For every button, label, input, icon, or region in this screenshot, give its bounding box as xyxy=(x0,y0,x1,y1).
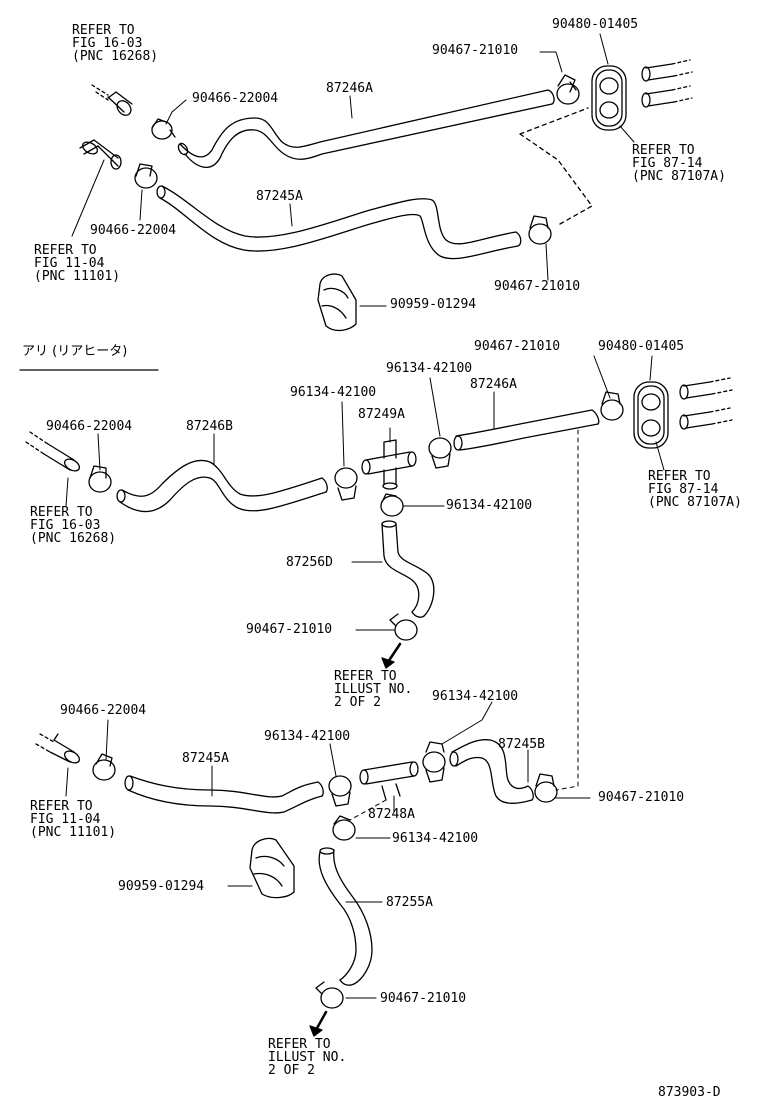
arrow-sec3 xyxy=(314,1010,328,1032)
leader-lines-top xyxy=(71,33,635,307)
arrow-head-sec2 xyxy=(381,657,395,669)
ref-fig-16-03-top: REFER TO FIG 16-03 (PNC 16268) xyxy=(72,23,159,64)
part-label-87255A: 87255A xyxy=(386,895,433,910)
leader-lines-sec3 xyxy=(65,701,591,999)
clamp-90467-sec2-mid xyxy=(389,613,418,641)
grommet-90480-top xyxy=(591,65,627,131)
part-label-90959-01294: 90959-01294 xyxy=(118,879,205,894)
part-label-90959-01294: 90959-01294 xyxy=(390,297,477,312)
pipes-top-right xyxy=(641,59,693,108)
clamp-90467-top-center xyxy=(528,215,552,245)
clamp-96134-a xyxy=(334,467,358,501)
routing-dashes-sec3 xyxy=(349,799,387,821)
part-label-90467-21010: 90467-21010 xyxy=(432,43,519,58)
part-label-90466-22004: 90466-22004 xyxy=(46,419,133,434)
hose-87245A-top xyxy=(156,185,522,260)
clamp-90466-mid-left xyxy=(134,163,158,189)
arrow-sec2 xyxy=(386,642,402,664)
pipe-stub-sec2-left xyxy=(25,431,81,472)
hose-87256D xyxy=(381,520,435,618)
hose-87255A xyxy=(318,847,373,986)
clamp-90467-sec3-right xyxy=(534,773,558,803)
part-label-87246A: 87246A xyxy=(470,377,517,392)
pipe-stub-top-left xyxy=(91,84,133,116)
hose-87246B xyxy=(116,459,328,513)
part-label-90466-22004: 90466-22004 xyxy=(192,91,279,106)
part-label-90480-01405: 90480-01405 xyxy=(598,339,685,354)
tee-87249A xyxy=(361,439,417,490)
part-label-90466-22004: 90466-22004 xyxy=(60,703,147,718)
part-label-90467-21010: 90467-21010 xyxy=(246,622,333,637)
hose-87245B xyxy=(449,739,534,804)
clamp-96134-e xyxy=(422,741,446,783)
part-label-96134-42100: 96134-42100 xyxy=(446,498,533,513)
part-label-87248A: 87248A xyxy=(368,807,415,822)
pipe-stub-top-left-lower xyxy=(79,139,122,170)
ref-fig-11-04-top: REFER TO FIG 11-04 (PNC 11101) xyxy=(34,243,121,284)
clamp-90467-sec2-right xyxy=(600,391,624,421)
clamp-96134-b xyxy=(428,437,452,469)
tee-87248A xyxy=(359,761,419,801)
part-label-87256D: 87256D xyxy=(286,555,333,570)
hose-87246A-top xyxy=(177,89,555,168)
ref-fig-16-03-sec2: REFER TO FIG 16-03 (PNC 16268) xyxy=(30,505,117,546)
clamp-90467-sec3-bottom xyxy=(315,981,344,1009)
part-label-96134-42100: 96134-42100 xyxy=(392,831,479,846)
part-label-96134-42100: 96134-42100 xyxy=(290,385,377,400)
grommet-90480-sec2 xyxy=(633,381,669,449)
bracket-90959-sec3 xyxy=(249,837,295,899)
pipe-stub-sec3-left xyxy=(35,733,81,764)
hose-87245A-sec3 xyxy=(124,775,324,814)
part-label-90466-22004: 90466-22004 xyxy=(90,223,177,238)
diagram-code: 873903-D xyxy=(658,1085,721,1100)
part-label-87245A: 87245A xyxy=(256,189,303,204)
part-label-90467-21010: 90467-21010 xyxy=(474,339,561,354)
ref-fig-87-14-sec2: REFER TO FIG 87-14 (PNC 87107A) xyxy=(648,469,742,510)
part-label-90480-01405: 90480-01405 xyxy=(552,17,639,32)
ref-fig-87-14-top: REFER TO FIG 87-14 (PNC 87107A) xyxy=(632,143,726,184)
clamp-90467-top-right xyxy=(556,74,580,105)
hose-87246A-sec2 xyxy=(453,409,600,451)
part-label-96134-42100: 96134-42100 xyxy=(264,729,351,744)
part-label-90467-21010: 90467-21010 xyxy=(494,279,581,294)
part-label-87249A: 87249A xyxy=(358,407,405,422)
clamp-90466-sec3 xyxy=(92,753,116,781)
part-label-96134-42100: 96134-42100 xyxy=(432,689,519,704)
clamp-96134-f xyxy=(332,815,356,841)
ref-fig-11-04-sec3: REFER TO FIG 11-04 (PNC 11101) xyxy=(30,799,117,840)
part-label-87246B: 87246B xyxy=(186,419,233,434)
ref-illust-2-of-2-sec3: REFER TO ILLUST NO. 2 OF 2 xyxy=(268,1037,347,1078)
part-label-96134-42100: 96134-42100 xyxy=(386,361,473,376)
bracket-90959-top xyxy=(317,273,357,332)
part-label-87246A: 87246A xyxy=(326,81,373,96)
pipes-sec2-right xyxy=(679,377,733,430)
part-label-90467-21010: 90467-21010 xyxy=(380,991,467,1006)
clamp-90466-top xyxy=(151,118,176,140)
part-label-87245B: 87245B xyxy=(498,737,545,752)
section-title: アリ (リアヒータ) xyxy=(22,344,128,359)
part-label-90467-21010: 90467-21010 xyxy=(598,790,685,805)
leader-lines-sec2 xyxy=(65,355,665,631)
routing-dashes-top xyxy=(519,107,593,225)
arrow-head-sec3 xyxy=(309,1025,323,1037)
part-label-87245A: 87245A xyxy=(182,751,229,766)
clamp-96134-c xyxy=(380,493,404,517)
routing-dashes-sec2 xyxy=(555,429,579,791)
clamp-96134-d xyxy=(328,775,352,807)
ref-illust-2-of-2-sec2: REFER TO ILLUST NO. 2 OF 2 xyxy=(334,669,413,710)
